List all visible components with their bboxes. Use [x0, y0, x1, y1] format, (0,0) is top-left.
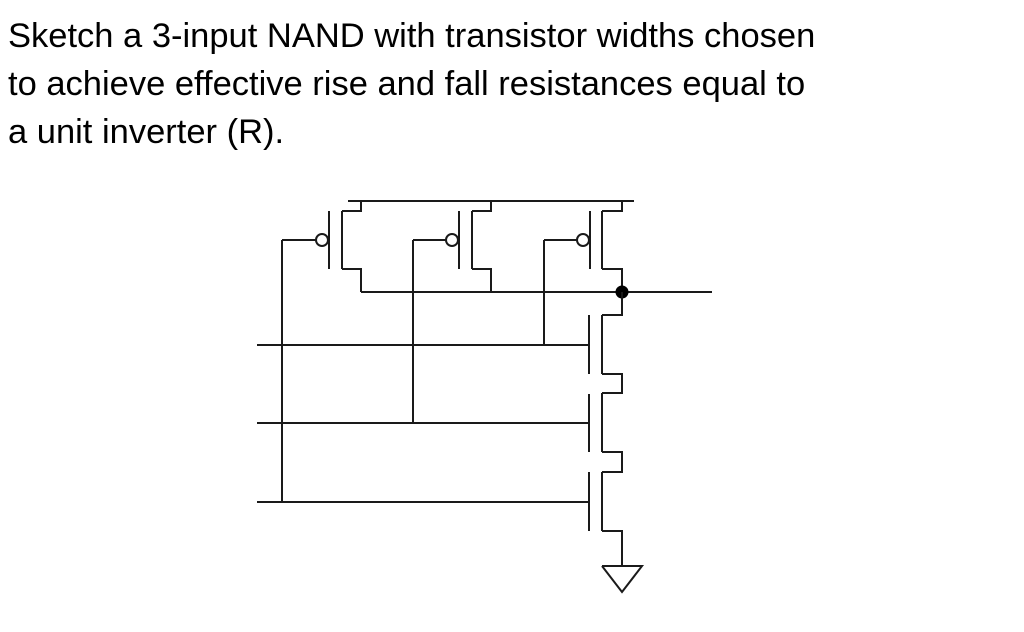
ground-icon: [601, 565, 645, 594]
pmos-transistor-a: [282, 201, 362, 292]
problem-line-1: Sketch a 3-input NAND with transistor wi…: [8, 17, 816, 55]
problem-line-3: a unit inverter (R).: [8, 113, 285, 151]
nmos-transistor-c: [257, 292, 623, 394]
problem-line-2: to achieve effective rise and fall resis…: [8, 65, 806, 103]
pmos-bubble-icon: [315, 233, 329, 247]
pmos-bubble-icon: [576, 233, 590, 247]
pmos-bubble-icon: [445, 233, 459, 247]
pmos-transistor-c: [544, 201, 623, 292]
problem-statement: Sketch a 3-input NAND with transistor wi…: [8, 12, 1018, 156]
nmos-transistor-a: [257, 472, 623, 566]
pmos-transistor-b: [413, 201, 492, 292]
nmos-transistor-b: [257, 393, 623, 473]
